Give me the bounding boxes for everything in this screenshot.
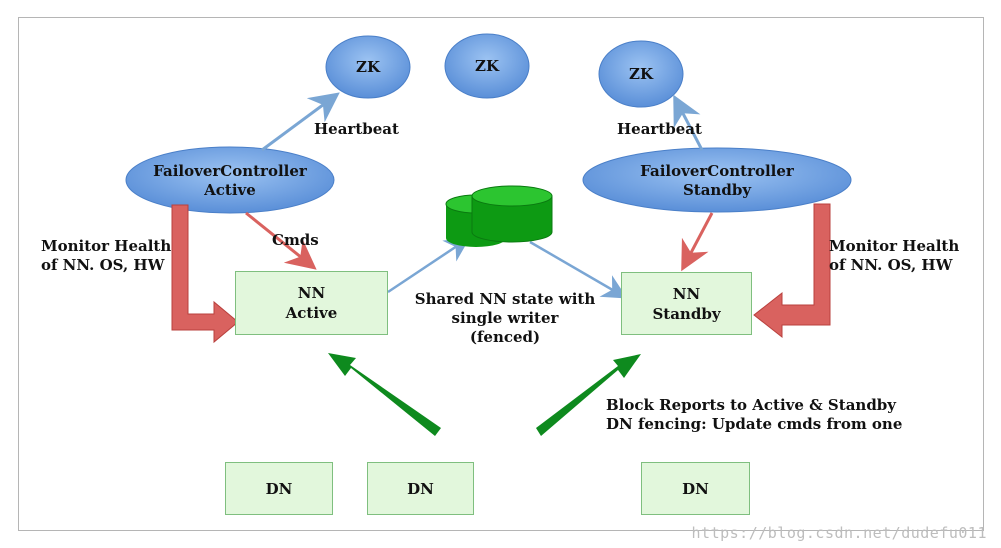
monitor-left-line1: Monitor Health [41,237,172,255]
cmds-label: Cmds [272,231,319,249]
failover-standby-label: FailoverController Standby [583,161,851,201]
shared-arrow-to-standby [529,240,628,299]
block-report-arrow-left [328,353,441,436]
heartbeat-arrow-left [261,92,340,152]
shared-arrow-to-db [387,237,471,294]
failover-active-line2: Active [204,181,256,199]
block-reports-line1: Block Reports to Active & Standby [606,396,897,414]
monitor-label-right: Monitor Health of NN. OS, HW [829,237,959,275]
nn-standby-line1: NN [672,284,701,303]
shared-state-line3: (fenced) [469,328,541,346]
block-reports-label: Block Reports to Active & Standby DN fen… [606,396,902,434]
failover-active-label: FailoverController Active [126,161,334,201]
zk-label-1: ZK [356,57,380,76]
zk-label-3: ZK [629,64,653,83]
nn-standby-box: NN Standby [621,272,752,335]
nn-standby-line2: Standby [652,304,721,323]
dn-box-2: DN [367,462,474,515]
heartbeat-label-left: Heartbeat [314,120,399,138]
nn-active-line1: NN [297,284,326,302]
zk-node-2 [444,33,530,99]
monitor-label-left: Monitor Health of NN. OS, HW [41,237,171,275]
dn-box-1: DN [225,462,333,515]
failover-standby-line1: FailoverController [640,162,794,180]
monitor-arrow-right [753,203,831,339]
zk-node-3 [598,40,684,108]
zk-label-2: ZK [475,56,499,75]
heartbeat-label-right: Heartbeat [617,120,702,138]
monitor-right-line1: Monitor Health [829,237,960,255]
monitor-arrow-left [171,204,239,344]
watermark-text: https://blog.csdn.net/dudefu011 [691,524,987,542]
heartbeat-arrow-right [673,94,704,151]
block-report-arrow-right [536,354,641,436]
block-reports-line2: DN fencing: Update cmds from one [606,415,903,433]
diagram-frame [18,17,984,531]
cmds-arrow-active [245,211,317,270]
dn-box-3: DN [641,462,750,515]
nn-active-box: NN Active [235,271,388,335]
monitor-left-line2: of NN. OS, HW [41,256,165,274]
cmds-arrow-standby [681,212,714,272]
shared-state-label: Shared NN state with single writer (fenc… [415,290,596,347]
failover-standby-line2: Standby [682,181,752,199]
failover-active-line1: FailoverController [153,162,307,180]
failover-active-ellipse [125,146,335,214]
shared-state-line2: single writer [451,309,559,327]
nn-active-line2: Active [285,304,338,322]
shared-state-line1: Shared NN state with [414,290,596,308]
monitor-right-line2: of NN. OS, HW [829,256,953,274]
shared-storage-db-icon [445,185,553,247]
zk-node-1 [325,35,411,99]
failover-standby-ellipse [582,147,852,213]
